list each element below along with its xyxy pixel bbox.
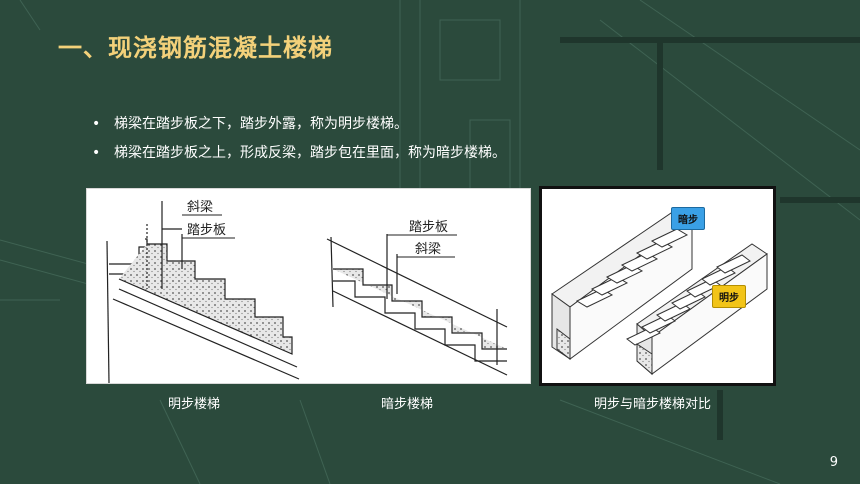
- slide-title: 一、现浇钢筋混凝土楼梯: [58, 34, 333, 62]
- stair-section-figure: 斜梁 踏步板 踏步板 斜梁: [86, 188, 531, 384]
- caption-comparison: 明步与暗步楼梯对比: [594, 397, 712, 412]
- bullet-dot-icon: •: [92, 116, 101, 132]
- bright-step-drawing: [106, 201, 300, 384]
- label-tread-b: 踏步板: [409, 220, 448, 235]
- bullet-item: • 梯梁在踏步板之下，踏步外露，称为明步楼梯。: [92, 114, 506, 143]
- bullet-dot-icon: •: [92, 145, 101, 161]
- bullet-text: 梯梁在踏步板之下，踏步外露，称为明步楼梯。: [114, 116, 408, 132]
- label-tread-a: 踏步板: [187, 223, 226, 238]
- stair-section-drawing: 斜梁 踏步板 踏步板 斜梁: [106, 200, 508, 384]
- bullet-text: 梯梁在踏步板之上，形成反梁，踏步包在里面，称为暗步楼梯。: [114, 145, 506, 161]
- caption-dark-stair: 暗步楼梯: [381, 397, 434, 412]
- caption-bright-stair: 明步楼梯: [168, 397, 221, 412]
- label-beam-b: 斜梁: [415, 242, 441, 257]
- stair-3d-drawing: [551, 208, 768, 376]
- dark-step-drawing: [326, 234, 508, 376]
- page-number: 9: [829, 455, 838, 470]
- label-beam-a: 斜梁: [187, 200, 213, 215]
- concealed-step-tag: 暗步: [671, 207, 705, 230]
- bullet-item: • 梯梁在踏步板之上，形成反梁，踏步包在里面，称为暗步楼梯。: [92, 143, 506, 172]
- exposed-step-tag: 明步: [712, 285, 746, 308]
- bullet-list: • 梯梁在踏步板之下，踏步外露，称为明步楼梯。 • 梯梁在踏步板之上，形成反梁，…: [92, 114, 506, 172]
